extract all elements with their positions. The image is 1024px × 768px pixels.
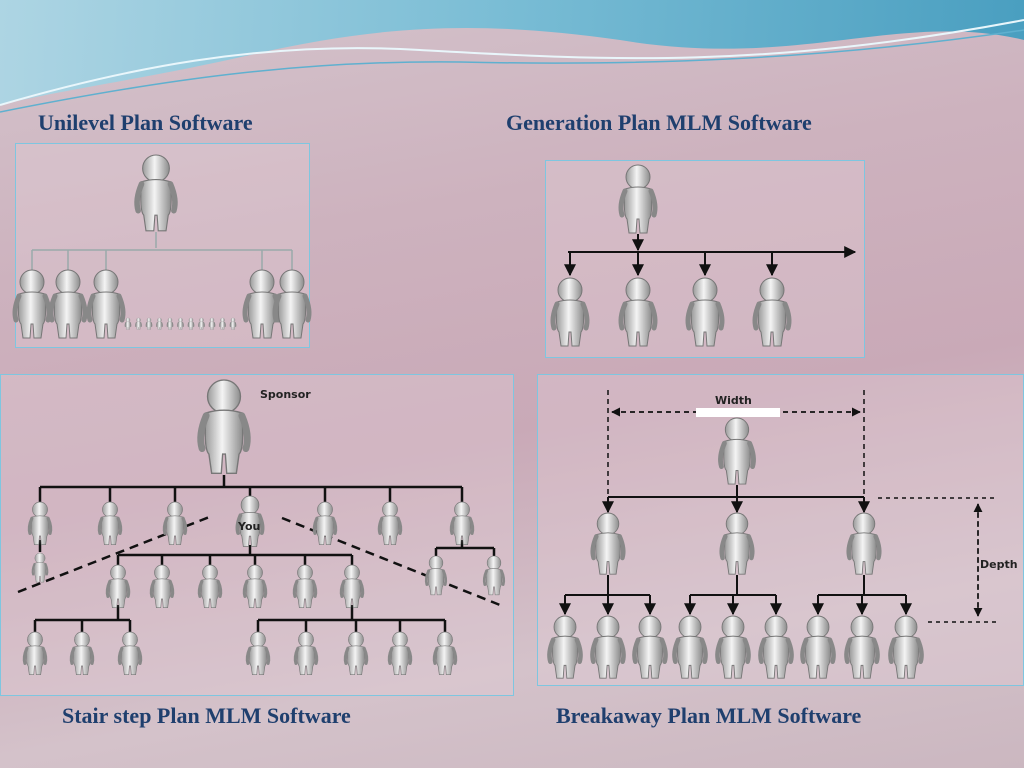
person-icon bbox=[590, 512, 626, 575]
person-icon bbox=[272, 269, 312, 339]
person-icon bbox=[424, 555, 448, 596]
person-icon bbox=[166, 317, 174, 330]
generation-connectors bbox=[564, 234, 857, 277]
person-icon bbox=[27, 501, 53, 546]
person-icon bbox=[550, 277, 590, 347]
person-icon bbox=[718, 417, 756, 485]
sponsor-label: Sponsor bbox=[260, 388, 311, 401]
person-icon bbox=[86, 269, 126, 339]
person-icon bbox=[198, 317, 205, 330]
unilevel-ellipsis-figures bbox=[124, 317, 237, 330]
person-icon bbox=[124, 317, 132, 330]
generation-title: Generation Plan MLM Software bbox=[506, 110, 812, 135]
person-icon bbox=[888, 615, 924, 679]
stairstep-title: Stair step Plan MLM Software bbox=[62, 703, 351, 728]
depth-label: Depth bbox=[980, 558, 1018, 571]
person-icon bbox=[672, 615, 708, 679]
person-icon bbox=[343, 631, 369, 676]
person-icon bbox=[219, 317, 226, 330]
person-icon bbox=[312, 501, 338, 546]
person-icon bbox=[48, 269, 88, 339]
person-icon bbox=[197, 379, 251, 474]
person-icon bbox=[387, 631, 413, 676]
width-label: Width bbox=[715, 394, 752, 407]
person-icon bbox=[432, 631, 458, 676]
person-icon bbox=[377, 501, 403, 546]
person-icon bbox=[135, 317, 142, 330]
person-icon bbox=[12, 269, 52, 339]
person-icon bbox=[245, 631, 271, 676]
person-icon bbox=[31, 552, 49, 583]
person-icon bbox=[800, 615, 836, 679]
unilevel-connectors bbox=[31, 232, 293, 270]
person-icon bbox=[339, 564, 365, 609]
person-icon bbox=[590, 615, 626, 679]
person-icon bbox=[293, 631, 319, 676]
person-icon bbox=[197, 564, 223, 609]
person-icon bbox=[242, 564, 268, 609]
person-icon bbox=[482, 555, 506, 596]
person-icon bbox=[117, 631, 143, 676]
breakaway-dimension-lines bbox=[607, 390, 998, 623]
person-icon bbox=[187, 317, 195, 330]
person-icon bbox=[618, 164, 658, 234]
header-wave bbox=[0, 0, 1024, 113]
person-icon bbox=[715, 615, 751, 679]
person-icon bbox=[758, 615, 794, 679]
person-icon bbox=[134, 154, 178, 232]
person-icon bbox=[149, 564, 175, 609]
person-icon bbox=[162, 501, 188, 546]
person-icon bbox=[208, 317, 216, 330]
person-icon bbox=[235, 495, 265, 547]
breakaway-connectors bbox=[559, 485, 912, 616]
person-icon bbox=[719, 512, 755, 575]
person-icon bbox=[632, 615, 668, 679]
person-icon bbox=[22, 631, 48, 676]
person-icon bbox=[547, 615, 583, 679]
width-label-bar bbox=[696, 408, 780, 417]
person-icon bbox=[105, 564, 131, 609]
person-icon bbox=[752, 277, 792, 347]
you-label: You bbox=[237, 520, 260, 533]
person-icon bbox=[292, 564, 318, 609]
person-icon bbox=[844, 615, 880, 679]
person-figures bbox=[12, 154, 924, 679]
person-icon bbox=[685, 277, 725, 347]
person-icon bbox=[229, 317, 237, 330]
person-icon bbox=[177, 317, 184, 330]
unilevel-title: Unilevel Plan Software bbox=[38, 110, 253, 135]
person-icon bbox=[449, 501, 475, 546]
person-icon bbox=[97, 501, 123, 546]
stairstep-connectors bbox=[33, 475, 496, 632]
breakaway-title: Breakaway Plan MLM Software bbox=[556, 703, 862, 728]
person-icon bbox=[846, 512, 882, 575]
person-icon bbox=[156, 317, 163, 330]
person-icon bbox=[145, 317, 153, 330]
person-icon bbox=[618, 277, 658, 347]
person-icon bbox=[69, 631, 95, 676]
